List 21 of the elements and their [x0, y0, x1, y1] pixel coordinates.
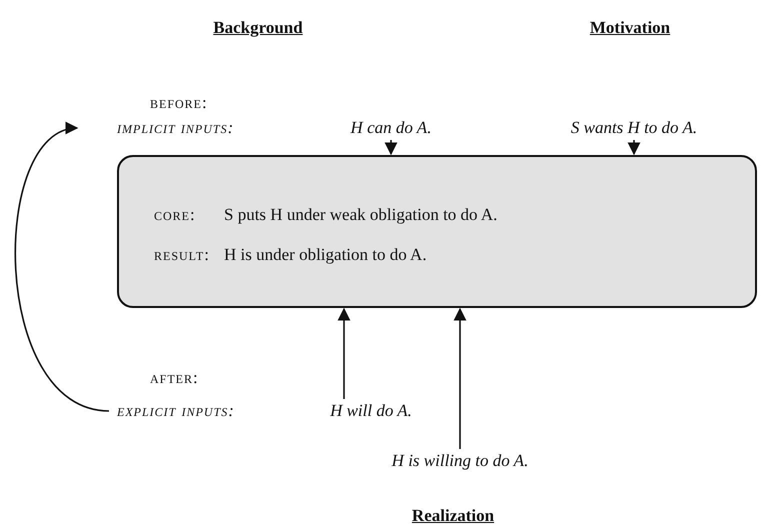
- arrow: [384, 140, 398, 156]
- row-label: before:: [150, 93, 208, 113]
- box-text: S puts H under weak obligation to do A.: [224, 205, 498, 225]
- row-label: core:: [154, 205, 196, 225]
- box-text: H is under obligation to do A.: [224, 245, 427, 265]
- rounded-box: [117, 155, 757, 308]
- column-heading: Motivation: [590, 18, 670, 38]
- row-label: result:: [154, 245, 210, 265]
- node-text: S wants H to do A.: [570, 118, 698, 138]
- arrow: [14, 124, 110, 412]
- node-text: H is willing to do A.: [392, 451, 528, 471]
- arrow: [338, 308, 350, 399]
- row-label: after:: [150, 368, 199, 388]
- column-heading: Background: [213, 18, 303, 38]
- node-text: implicit inputs:: [117, 118, 234, 138]
- node-text: H can do A.: [350, 118, 432, 138]
- arrow: [628, 140, 640, 156]
- column-heading: Realization: [412, 506, 494, 526]
- node-text: explicit inputs:: [117, 401, 235, 421]
- node-text: H will do A.: [330, 401, 412, 421]
- arrow: [454, 308, 466, 449]
